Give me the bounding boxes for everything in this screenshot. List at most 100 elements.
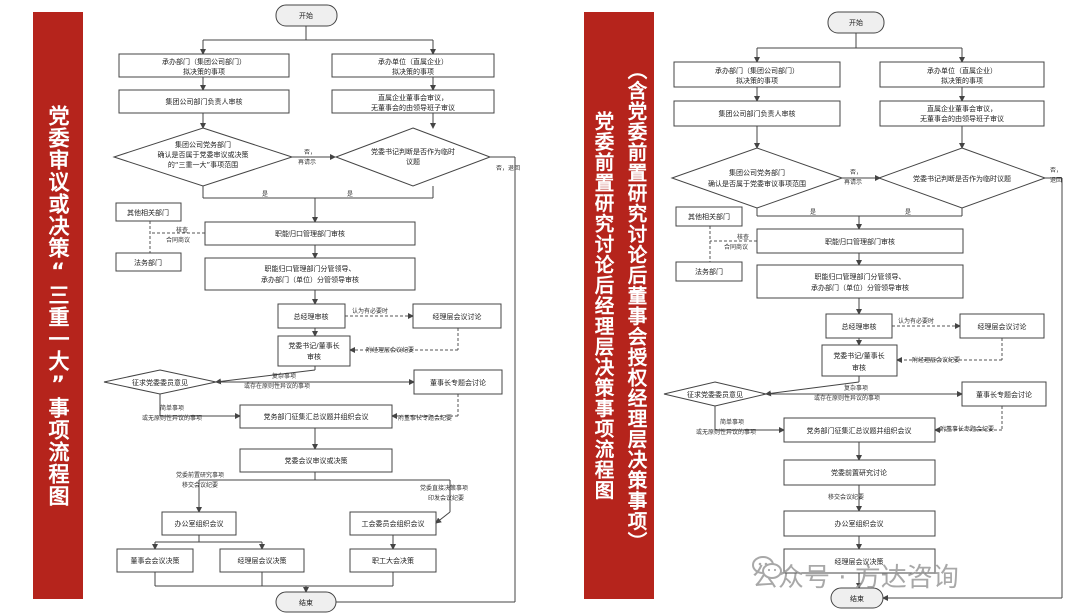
left-func-review-label: 职能归口管理部门审核	[275, 229, 345, 238]
right-chair-topic-box	[961, 381, 1047, 407]
right-decision-temp	[877, 147, 1047, 209]
left-d2-line2: 议题	[406, 158, 420, 166]
left-legal-label: 法务部门	[134, 258, 162, 267]
left-direct-note-2: 印发会议纪要	[428, 494, 464, 502]
right-decision-scope	[670, 147, 844, 209]
right-d1-line1: 集团公司党务部门	[729, 168, 785, 177]
left-other-dept-box	[115, 202, 182, 222]
left-func-lead-line1: 职能归口管理部门分管领导、	[265, 264, 356, 273]
left-simple-2: 或无原则性异议的事项	[142, 414, 202, 422]
left-staff-decide-box	[349, 548, 437, 573]
right-board-b-line1: 直属企业董事会审议，	[927, 104, 997, 113]
left-mgmt-decide-box	[219, 548, 305, 573]
right-pre-study-box	[783, 459, 936, 486]
right-mgmt-meet-label: 经理层会议讨论	[978, 322, 1027, 331]
right-gm-review-label: 总经理审核	[842, 322, 877, 331]
right-legal-box	[675, 261, 743, 282]
left-direct-note-1: 党委直接决策事项	[420, 484, 468, 492]
left-board-decide-label: 董事会会议决策	[131, 556, 180, 565]
right-dept-a-line2: 拟决策的事项	[736, 76, 778, 85]
right-dept-b-line1: 承办单位（直属企业）	[927, 66, 997, 75]
right-no-again-2: 再请示	[844, 178, 862, 186]
left-title-banner: 党委审议或决策“三重一大”事项流程图	[33, 12, 83, 599]
left-d1-line2: 确认是否属于党委审议或决策	[158, 150, 249, 159]
right-head-review-box	[673, 100, 841, 127]
right-complex-2: 或存在原则性异议的事项	[814, 394, 880, 402]
left-legal-box	[115, 252, 182, 272]
right-func-lead-line1: 职能归口管理部门分管领导、	[815, 272, 906, 281]
left-party-meet-box	[239, 448, 393, 473]
left-chair-topic-label: 董事长专题会讨论	[430, 378, 486, 387]
right-office-org-box	[783, 510, 936, 537]
left-dept-b-line1: 承办单位（直属企业）	[378, 57, 448, 66]
left-gm-note: 认为有必要时	[352, 307, 388, 315]
right-sec-line1: 党委书记/董事长	[833, 351, 884, 360]
left-dept-b-box	[331, 53, 495, 78]
left-yes2: 是	[347, 191, 353, 198]
left-staff-decide-label: 职工大会决策	[372, 556, 414, 565]
right-chair-topic-label: 董事长专题会讨论	[976, 390, 1032, 399]
left-flowchart: 开始 承办部门（集团公司部门） 拟决策的事项 承办单位（直属企业） 拟决策的事项…	[103, 4, 520, 613]
left-union-org-label: 工会委员会组织会议	[362, 519, 425, 528]
right-legal-label: 法务部门	[695, 267, 723, 276]
right-sec-line2: 审核	[852, 363, 866, 372]
left-board-b-box	[331, 89, 495, 114]
wechat-icon	[752, 556, 782, 579]
right-sec-note: 附经理层会议纪要	[912, 356, 960, 364]
left-end-node	[275, 591, 337, 613]
left-chair-topic-box	[413, 369, 503, 395]
left-other-dept-label: 其他相关部门	[127, 208, 169, 217]
right-complex-1: 复杂事项	[844, 384, 868, 392]
right-mgmt-decide-label: 经理层会议决策	[835, 557, 884, 566]
left-board-b-line2: 无董事会的由领导班子审议	[371, 103, 455, 112]
left-dept-a-box	[118, 53, 290, 78]
right-title-banner: （含党委前置研究讨论后董事会授权经理层决策事项） 党委前置研究讨论后经理层决策事…	[584, 12, 654, 599]
right-no-again-1: 否，	[850, 169, 862, 176]
right-transfer-note: 移交会议纪要	[828, 493, 864, 501]
right-secretary-box	[821, 344, 898, 377]
left-mgmt-decide-label: 经理层会议决策	[238, 556, 287, 565]
left-mgmt-meet-box	[412, 303, 502, 329]
left-gm-review-label: 总经理审核	[294, 312, 329, 321]
right-party-collect-box	[783, 417, 936, 443]
left-office-org-box	[161, 511, 237, 536]
right-yes1: 是	[810, 209, 816, 216]
left-dept-a-line2: 拟决策的事项	[183, 67, 225, 76]
right-func-lead-box	[756, 264, 964, 299]
right-d2-label: 党委书记判断是否作为临时议题	[913, 174, 1011, 183]
right-check-note-2: 合同商议	[724, 243, 748, 251]
left-gm-review-box	[277, 303, 346, 329]
right-simple-1: 简单事项	[720, 418, 744, 426]
right-d1-line2: 确认是否属于党委审议事项范围	[708, 179, 806, 188]
left-d2-line1: 党委书记判断是否作为临时	[371, 147, 455, 156]
left-dept-a-line1: 承办部门（集团公司部门）	[162, 57, 246, 66]
right-gm-note: 认为有必要时	[898, 317, 934, 325]
left-check-note-2: 合同商议	[166, 236, 190, 244]
left-no-again-1: 否，	[304, 149, 316, 156]
left-head-review-label: 集团公司部门负责人审核	[166, 97, 243, 106]
left-func-lead-box	[204, 257, 416, 291]
left-simple-1: 简单事项	[160, 404, 184, 412]
left-party-collect-label: 党务部门征集汇总议题并组织会议	[264, 412, 369, 421]
right-no-back-2: 退回	[1050, 176, 1062, 184]
left-office-org-label: 办公室组织会议	[175, 519, 224, 528]
left-sec-line2: 审核	[307, 352, 321, 361]
right-dept-a-box	[673, 61, 841, 88]
right-simple-2: 或无原则性异议的事项	[696, 428, 756, 436]
right-dept-b-box	[879, 61, 1045, 88]
left-no-again-2: 再请示	[298, 158, 316, 166]
watermark: 公众号 · 方达咨询	[752, 555, 1052, 595]
left-board-decide-box	[116, 548, 194, 573]
right-no-back-1: 否，	[1050, 167, 1062, 174]
right-board-b-line2: 无董事会的由领导班子审议	[920, 114, 1004, 123]
right-board-b-box	[879, 100, 1045, 127]
left-complex-2: 或存在原则性异议的事项	[244, 382, 310, 390]
left-party-meet-label: 党委会议审议或决策	[285, 456, 348, 465]
right-start-node	[827, 11, 885, 34]
left-func-review-box	[204, 221, 416, 246]
left-pre-note-2: 移交会议纪要	[182, 481, 218, 489]
left-yes1: 是	[262, 191, 268, 198]
left-no-back: 否，退回	[496, 164, 520, 172]
left-start-node	[275, 4, 338, 27]
